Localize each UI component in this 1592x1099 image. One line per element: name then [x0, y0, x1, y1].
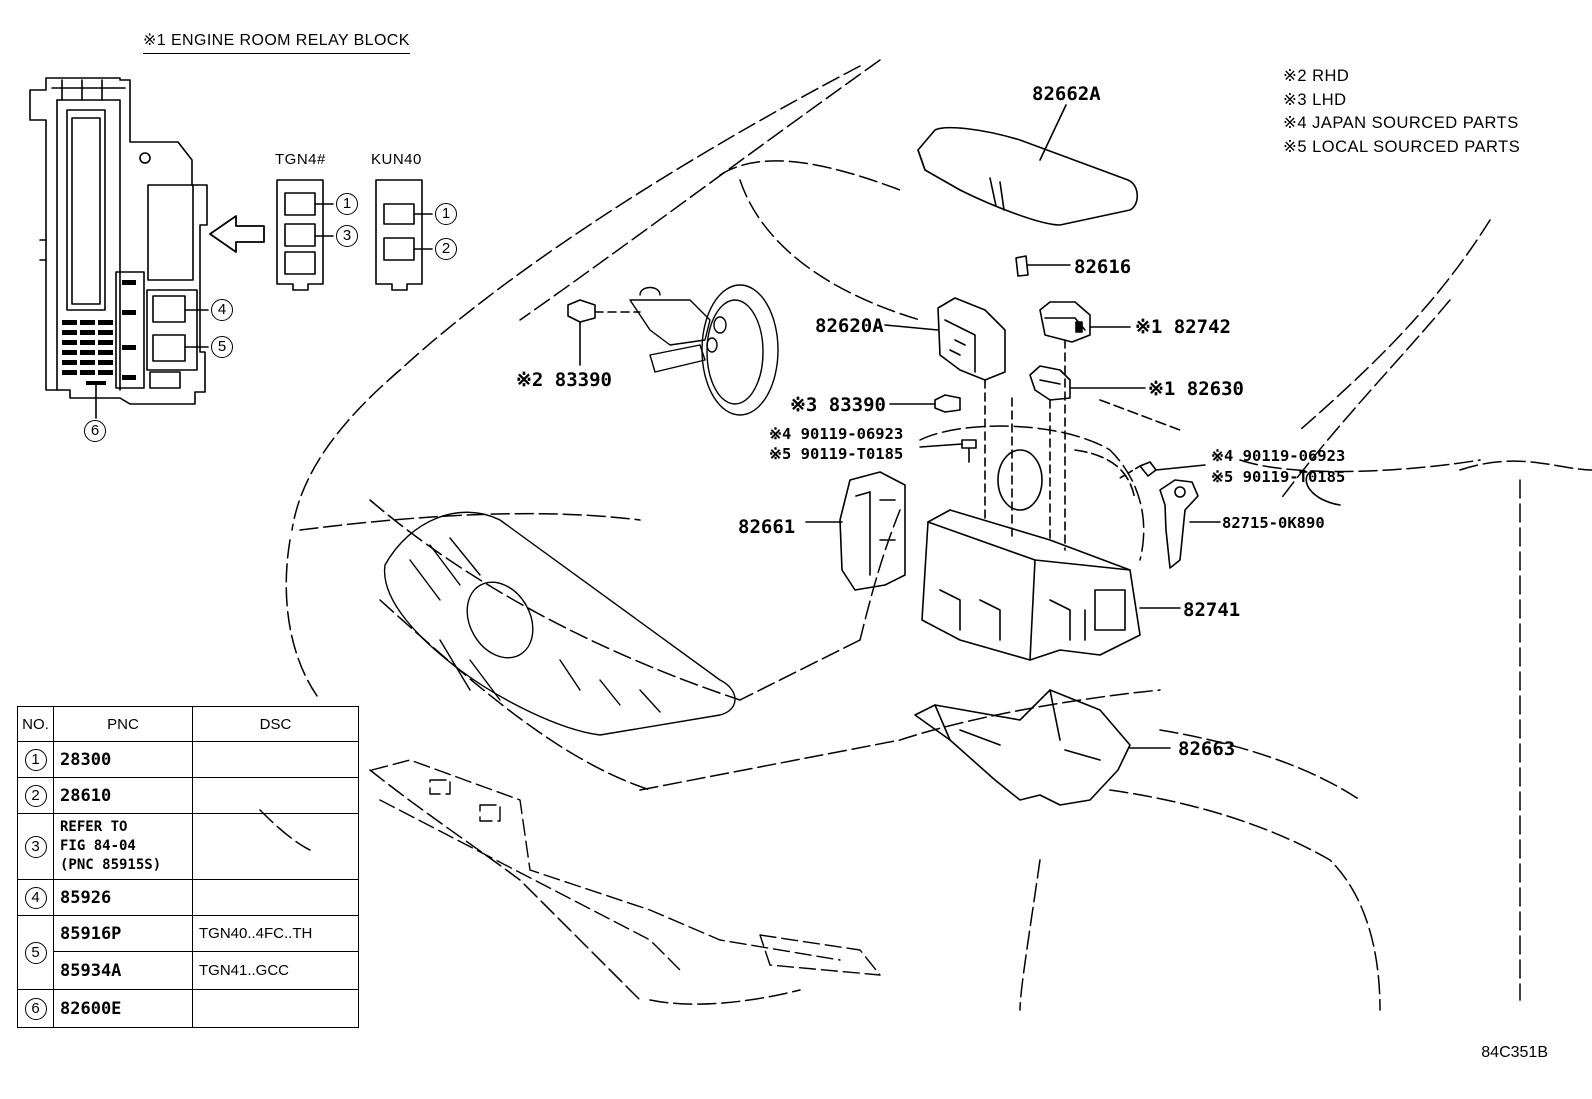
table-row: 5 85916P TGN40..4FC..TH — [17, 915, 359, 990]
row-number: 1 — [24, 748, 47, 771]
row-dsc — [192, 989, 359, 1028]
part-bolt-left-japan[interactable]: ※4 90119-06923 — [769, 425, 904, 443]
row-dsc — [192, 777, 359, 814]
grille-drawing — [383, 511, 736, 736]
bracket-82715-drawing — [1159, 471, 1341, 569]
switch-83390-rhd-drawing — [567, 299, 641, 366]
callout-5[interactable]: 5 — [211, 336, 233, 358]
variant-kun40-label: KUN40 — [371, 151, 422, 168]
row-pnc[interactable]: 82600E — [53, 989, 193, 1028]
parts-table: NO. PNC DSC 1 28300 2 28610 3 REFER TO F… — [17, 706, 359, 1028]
header-dsc: DSC — [192, 706, 359, 742]
callout-3-tgn4[interactable]: 3 — [336, 225, 358, 247]
part-82662A[interactable]: 82662A — [1032, 83, 1101, 105]
row-dsc: TGN40..4FC..TH — [192, 915, 359, 952]
part-82661[interactable]: 82661 — [738, 516, 796, 538]
reference-line: FIG 84-04 — [60, 838, 136, 854]
callout-6[interactable]: 6 — [84, 420, 106, 442]
relay-82742-drawing — [1039, 301, 1131, 343]
row-pnc-reference[interactable]: REFER TO FIG 84-04 (PNC 85915S) — [53, 813, 193, 880]
callout-4[interactable]: 4 — [211, 299, 233, 321]
bumper-drawing — [371, 759, 881, 976]
row-number: 5 — [24, 941, 47, 964]
tray-82663-drawing — [914, 689, 1171, 806]
note-local: ※5 LOCAL SOURCED PARTS — [1283, 137, 1521, 156]
note-rhd: ※2 RHD — [1283, 67, 1350, 85]
part-82742[interactable]: ※1 82742 — [1135, 316, 1231, 338]
brake-booster-drawing — [629, 284, 779, 416]
note-japan: ※4 JAPAN SOURCED PARTS — [1283, 114, 1519, 132]
part-82620A[interactable]: 82620A — [815, 315, 884, 337]
reference-line: REFER TO — [60, 819, 128, 835]
part-82663[interactable]: 82663 — [1178, 738, 1236, 760]
relay-tgn4-drawing — [276, 179, 334, 291]
row-pnc[interactable]: 28300 — [53, 741, 193, 778]
cover-82662A-drawing — [917, 104, 1139, 226]
relay-82630-drawing — [1029, 365, 1146, 401]
notes-legend: ※2 RHD ※3 LHD ※4 JAPAN SOURCED PARTS ※5 … — [1283, 65, 1520, 159]
note-lhd: ※3 LHD — [1283, 90, 1347, 109]
block-82620A-drawing — [884, 297, 1006, 381]
row-pnc[interactable]: 85926 — [53, 879, 193, 916]
header-pnc: PNC — [53, 706, 193, 742]
vehicle-outline — [259, 59, 1592, 1011]
figure-code: 84C351B — [1481, 1044, 1548, 1061]
bolts-drawing — [919, 439, 1206, 479]
table-row: 85934A TGN41..GCC — [18, 951, 359, 990]
reference-line: (PNC 85915S) — [60, 857, 162, 873]
part-82741[interactable]: 82741 — [1183, 599, 1241, 621]
row-dsc — [192, 879, 359, 916]
table-row: 3 REFER TO FIG 84-04 (PNC 85915S) — [17, 813, 359, 880]
part-bolt-left-local[interactable]: ※5 90119-T0185 — [769, 445, 904, 463]
part-82616[interactable]: 82616 — [1074, 256, 1132, 278]
part-82715[interactable]: 82715-0K890 — [1222, 514, 1325, 532]
table-row: 1 28300 — [17, 741, 359, 778]
relay-block-title: ※1 ENGINE ROOM RELAY BLOCK — [143, 30, 410, 54]
row-pnc[interactable]: 28610 — [53, 777, 193, 814]
part-83390-rhd[interactable]: ※2 83390 — [516, 369, 612, 391]
row-number: 6 — [24, 997, 47, 1020]
row-dsc — [192, 813, 359, 880]
part-bolt-right-japan[interactable]: ※4 90119-06923 — [1211, 447, 1346, 465]
row-number: 2 — [24, 784, 47, 807]
callout-1-tgn4[interactable]: 1 — [336, 193, 358, 215]
table-row: 2 28610 — [17, 777, 359, 814]
row-number: 4 — [24, 886, 47, 909]
header-no: NO. — [17, 706, 54, 742]
row-pnc[interactable]: 85916P — [53, 915, 193, 952]
relay-block-drawing — [29, 77, 265, 419]
row-pnc[interactable]: 85934A — [53, 951, 193, 990]
part-82630[interactable]: ※1 82630 — [1148, 378, 1244, 400]
bracket-82661-drawing — [805, 471, 906, 591]
callout-2-kun40[interactable]: 2 — [435, 238, 457, 260]
row-number: 3 — [24, 835, 47, 858]
table-row: 4 85926 — [17, 879, 359, 916]
part-bolt-right-local[interactable]: ※5 90119-T0185 — [1211, 468, 1346, 486]
row-dsc — [192, 741, 359, 778]
table-row: 6 82600E — [17, 989, 359, 1028]
switch-83390-lhd-drawing — [889, 394, 961, 413]
callout-1-kun40[interactable]: 1 — [435, 203, 457, 225]
part-83390-lhd[interactable]: ※3 83390 — [790, 394, 886, 416]
box-82741-drawing — [921, 339, 1181, 661]
row-dsc: TGN41..GCC — [192, 951, 359, 990]
variant-tgn4-label: TGN4# — [275, 151, 326, 168]
relay-kun40-drawing — [375, 179, 433, 291]
